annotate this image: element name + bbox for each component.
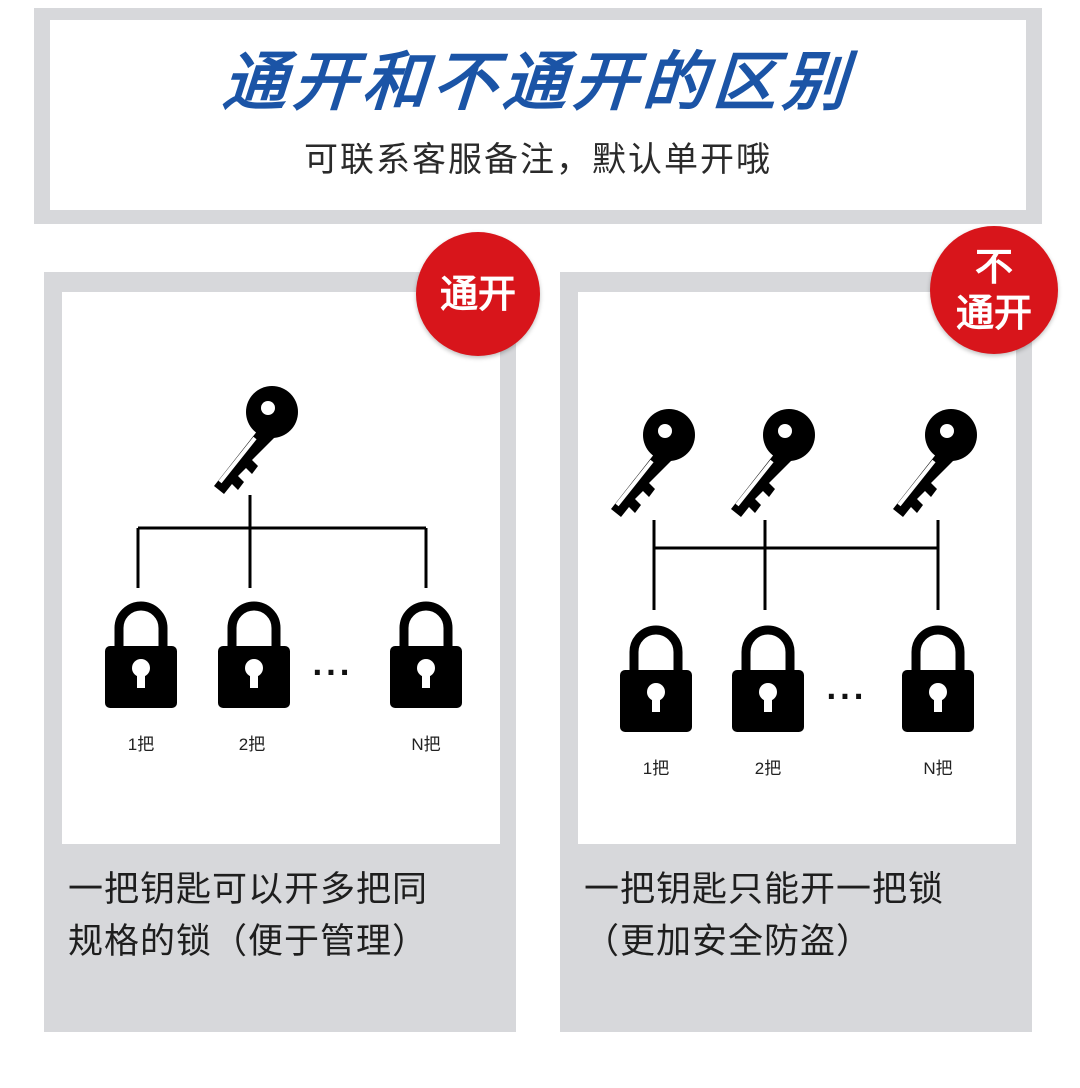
page-subtitle: 可联系客服备注，默认单开哦 (304, 140, 772, 180)
lock-label-n: N把 (923, 759, 953, 778)
connector-lines (652, 520, 940, 610)
header-inner: 通开和不通开的区别 可联系客服备注，默认单开哦 (50, 20, 1026, 210)
key-icon (891, 407, 979, 519)
key-icon (729, 407, 817, 519)
padlock-icon (105, 606, 177, 708)
lock-label-n: N把 (411, 735, 441, 754)
panel-keyed-different: 一把钥匙只能开一把锁 （更加安全防盗） (560, 272, 1032, 1032)
key-icon (212, 384, 300, 496)
lock-label-2: 2把 (238, 735, 266, 754)
badge-label-line-1: 不 (974, 245, 1013, 289)
key-icon (609, 407, 697, 519)
padlock-icon (390, 606, 462, 708)
badge-keyed-different: 不 通开 (930, 226, 1058, 354)
badge-label: 通开 (439, 272, 516, 316)
badge-master-keyed: 通开 (416, 232, 540, 356)
padlock-icon (620, 630, 692, 732)
caption-line-2: 规格的锁（便于管理） (68, 922, 429, 962)
caption-line-2: （更加安全防盗） (584, 922, 873, 962)
diagram-area-keyed-different (578, 292, 1016, 844)
ellipsis: ··· (826, 680, 867, 713)
padlock-icon (218, 606, 290, 708)
header-banner: 通开和不通开的区别 可联系客服备注，默认单开哦 (34, 8, 1042, 224)
caption-line-1: 一把钥匙只能开一把锁 (584, 870, 945, 910)
lock-label-2: 2把 (754, 759, 782, 778)
lock-label-1: 1把 (127, 735, 155, 754)
tree-lines (136, 495, 428, 588)
badge-label-line-2: 通开 (955, 291, 1032, 335)
ellipsis: ··· (312, 656, 353, 689)
padlock-icon (902, 630, 974, 732)
caption-keyed-different: 一把钥匙只能开一把锁 （更加安全防盗） (584, 864, 1018, 968)
caption-line-1: 一把钥匙可以开多把同 (68, 870, 429, 910)
padlock-icon (732, 630, 804, 732)
caption-master-keyed: 一把钥匙可以开多把同 规格的锁（便于管理） (68, 864, 502, 968)
lock-label-1: 1把 (642, 759, 670, 778)
